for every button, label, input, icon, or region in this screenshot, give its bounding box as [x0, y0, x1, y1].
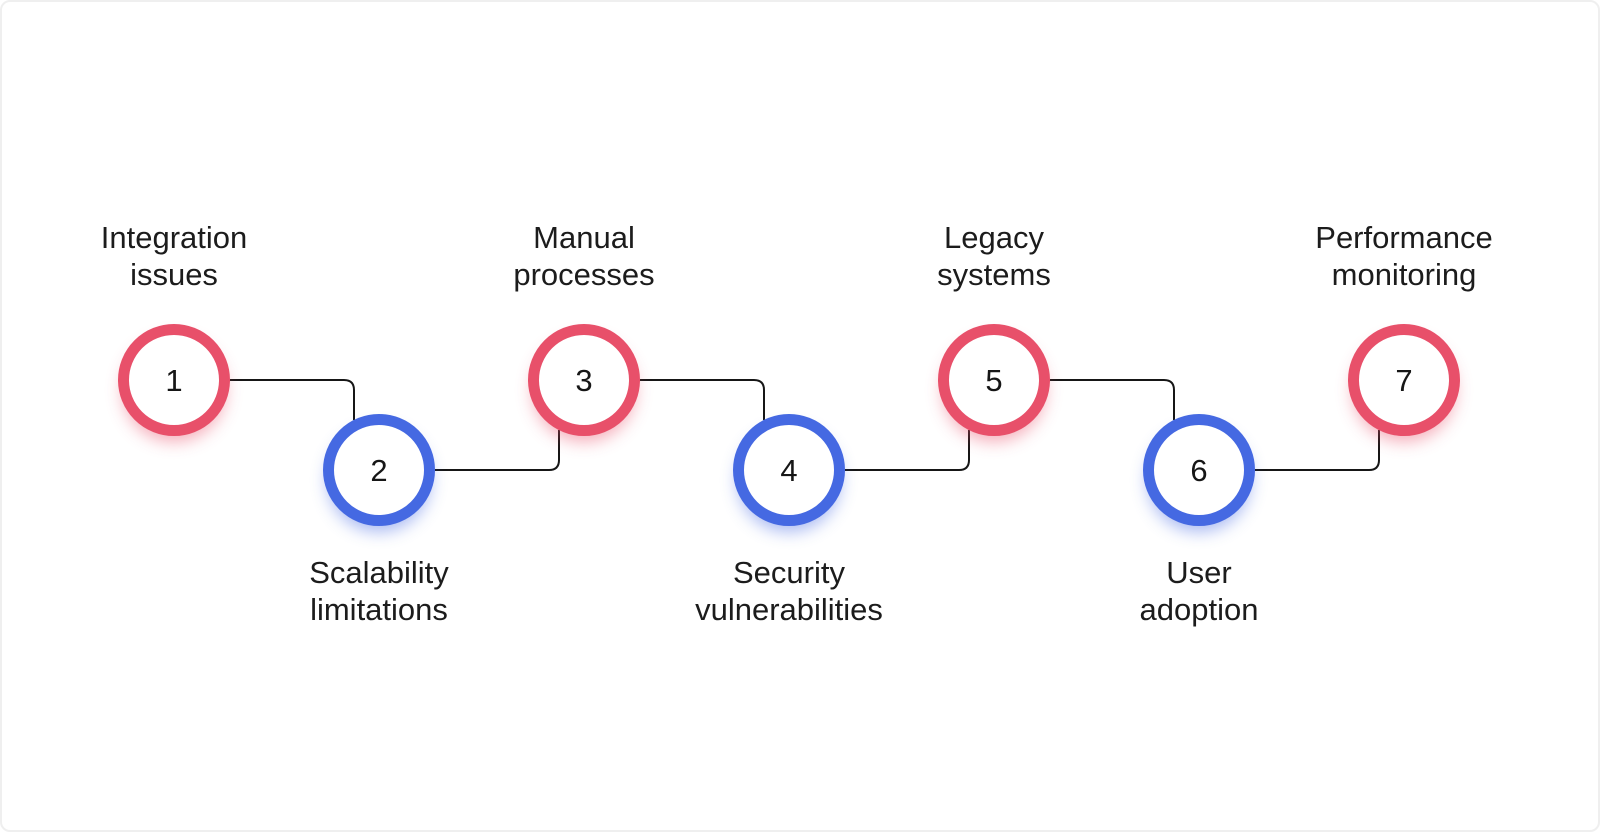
- connector-step-6-to-7: [1255, 430, 1380, 471]
- step-circle-3: 3: [528, 324, 640, 436]
- connector-step-5-to-6: [1050, 379, 1175, 420]
- connector-step-4-to-5: [845, 430, 970, 471]
- connector-step-2-to-3: [435, 430, 560, 471]
- step-number: 3: [575, 362, 593, 398]
- connector-step-3-to-4: [640, 379, 765, 420]
- step-number: 1: [165, 362, 183, 398]
- step-circle-2: 2: [323, 414, 435, 526]
- step-label-line-2: monitoring: [1331, 257, 1477, 292]
- step-label-line-1: Performance: [1315, 220, 1493, 255]
- connector-step-1-to-2: [230, 379, 355, 420]
- step-circle-6: 6: [1143, 414, 1255, 526]
- step-number: 5: [985, 362, 1003, 398]
- step-label-line-2: processes: [513, 257, 655, 292]
- step-label-line-1: Integration: [100, 220, 248, 255]
- step-circle-7: 7: [1348, 324, 1460, 436]
- step-label-4: Security vulnerabilities: [619, 554, 959, 628]
- step-label-line-1: Scalability: [309, 555, 449, 590]
- step-label-2: Scalability limitations: [209, 554, 549, 628]
- step-circle-5: 5: [938, 324, 1050, 436]
- step-label-line-2: adoption: [1139, 592, 1259, 627]
- step-label-3: Manual processes: [414, 219, 754, 293]
- step-label-line-1: Security: [733, 555, 845, 590]
- step-label-line-2: vulnerabilities: [695, 592, 883, 627]
- step-label-6: User adoption: [1029, 554, 1369, 628]
- step-number: 4: [780, 452, 798, 488]
- step-circle-1: 1: [118, 324, 230, 436]
- step-label-1: Integration issues: [4, 219, 344, 293]
- step-label-5: Legacy systems: [824, 219, 1164, 293]
- step-label-line-2: issues: [130, 257, 218, 292]
- step-label-line-2: systems: [937, 257, 1051, 292]
- step-number: 6: [1190, 452, 1208, 488]
- step-number: 2: [370, 452, 388, 488]
- step-number: 7: [1395, 362, 1413, 398]
- step-label-line-2: limitations: [310, 592, 448, 627]
- step-label-line-1: User: [1166, 555, 1232, 590]
- step-label-line-1: Manual: [533, 220, 635, 255]
- step-circle-4: 4: [733, 414, 845, 526]
- step-label-7: Performance monitoring: [1234, 219, 1574, 293]
- step-label-line-1: Legacy: [944, 220, 1044, 255]
